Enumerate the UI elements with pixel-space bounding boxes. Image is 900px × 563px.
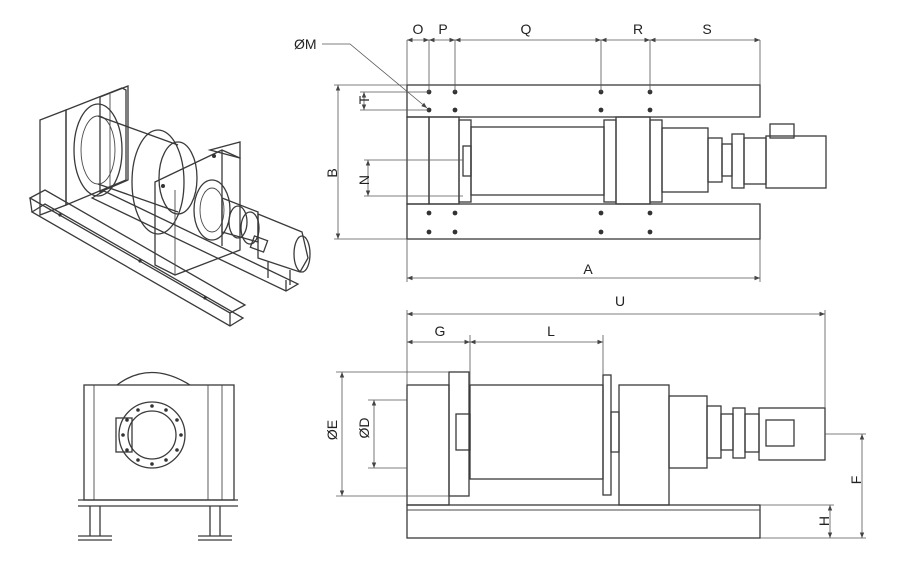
dim-label-e: ØE [324, 420, 340, 440]
bottom-rail [406, 203, 761, 240]
dim-chain-top [406, 37, 761, 92]
dim-label-o: O [413, 21, 424, 37]
top-rail [406, 84, 761, 118]
top-view-mount-holes [426, 89, 653, 235]
side-view-drum [469, 384, 604, 480]
side-base-rail [406, 504, 761, 539]
dim-label-s: S [702, 21, 711, 37]
dim-label-p: P [438, 21, 447, 37]
top-view-motor [765, 135, 827, 189]
dim-label-h: H [816, 516, 832, 526]
dim-label-r: R [633, 21, 643, 37]
side-view-motor [758, 407, 826, 461]
isometric-view [28, 85, 311, 327]
dim-label-l: L [547, 323, 555, 339]
dim-label-a: A [583, 261, 593, 277]
dim-label-n: N [356, 175, 372, 185]
top-view: O P Q R S ØM T B N A [294, 21, 827, 282]
iso-left-support [39, 85, 129, 216]
dim-label-b: B [324, 168, 340, 177]
dim-label-t: T [356, 95, 372, 104]
dim-label-q: Q [521, 21, 532, 37]
side-view: U G L ØE ØD F H [324, 293, 866, 539]
dim-label-u: U [615, 293, 625, 309]
iso-motor [221, 197, 311, 285]
top-view-drum [470, 126, 605, 196]
dim-label-m: ØM [294, 36, 317, 52]
dim-label-d: ØD [356, 418, 372, 439]
iso-drum [73, 103, 198, 235]
dim-label-g: G [435, 323, 446, 339]
dim-label-f: F [848, 476, 864, 485]
end-view-bolt-circle [121, 404, 183, 466]
end-view [78, 371, 238, 541]
